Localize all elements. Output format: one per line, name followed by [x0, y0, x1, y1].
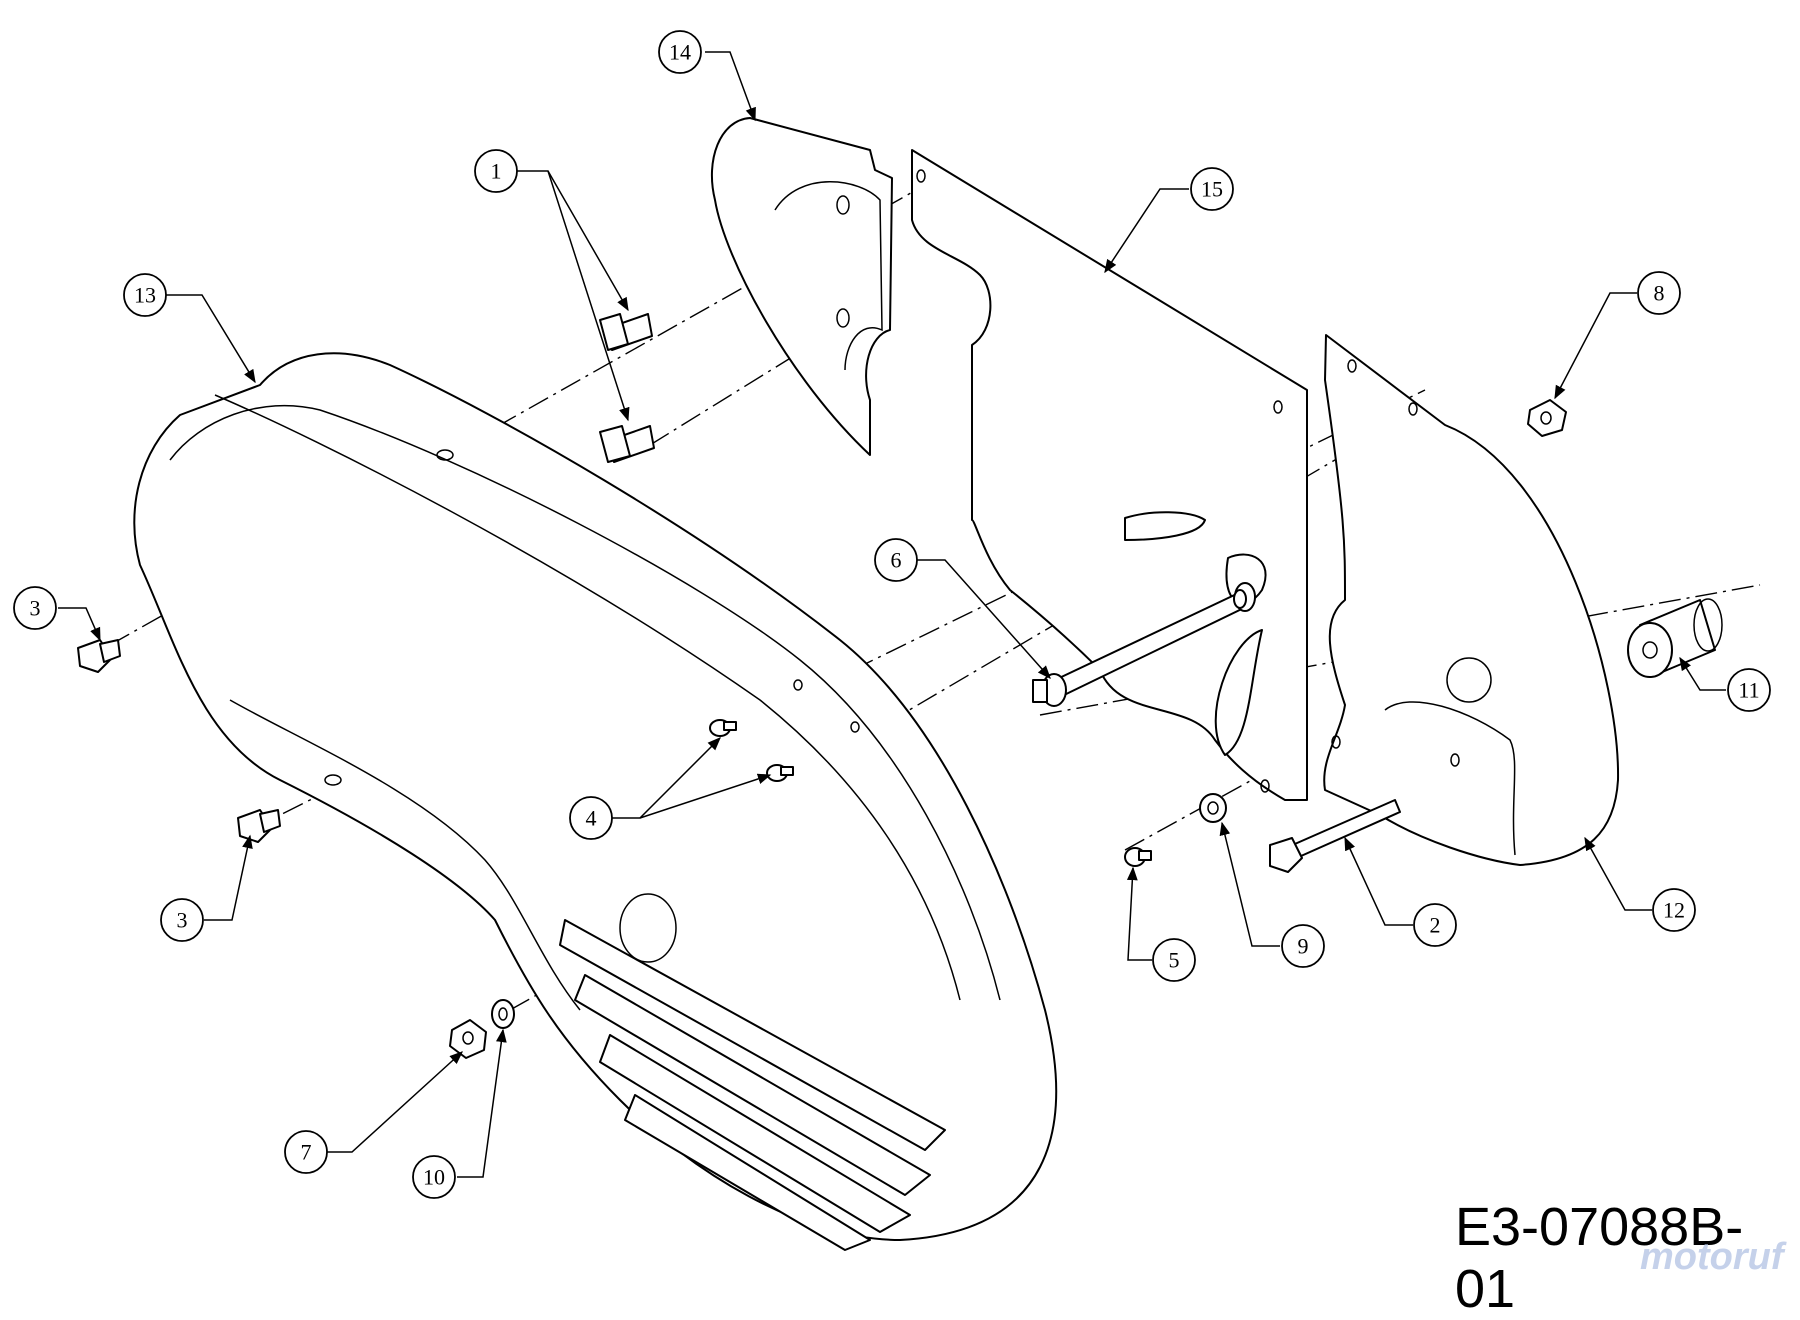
callout-10: 10: [412, 1155, 456, 1199]
part-2-bolt: [1269, 799, 1401, 873]
callout-label: 8: [1654, 281, 1665, 306]
callout-label: 3: [30, 596, 41, 621]
part-12-right-shield: [1323, 334, 1620, 866]
callout-3-upper: 3: [13, 586, 57, 630]
callout-1: 1: [474, 149, 518, 193]
exploded-parts-diagram: 14 1 15 13 8 3 6 11 4 3 5 9: [13, 30, 1771, 1251]
callout-14: 14: [658, 30, 702, 74]
callout-11: 11: [1727, 668, 1771, 712]
callout-label: 7: [301, 1140, 312, 1165]
part-11-spacer: [1627, 598, 1723, 678]
callout-label: 4: [586, 806, 597, 831]
callout-12: 12: [1652, 888, 1696, 932]
callout-4: 4: [569, 796, 613, 840]
part-13-belt-cover: [133, 352, 1058, 1251]
leader-lines: [58, 51, 1726, 1178]
callout-13: 13: [123, 273, 167, 317]
callout-8: 8: [1637, 271, 1681, 315]
callout-3-lower: 3: [160, 898, 204, 942]
part-4-rivets: [709, 719, 794, 782]
part-3-flange-nut-a: [77, 639, 121, 673]
callout-label: 12: [1663, 898, 1685, 923]
callout-label: 11: [1738, 678, 1759, 703]
part-7-nut: [449, 1019, 487, 1059]
callout-label: 15: [1201, 177, 1223, 202]
callout-9: 9: [1281, 924, 1325, 968]
callout-6: 6: [874, 538, 918, 582]
part-10-washer: [491, 999, 515, 1029]
callout-label: 14: [669, 40, 691, 65]
callout-label: 13: [134, 283, 156, 308]
part-3-flange-nut-b: [237, 809, 281, 843]
callout-label: 1: [491, 159, 502, 184]
part-1-bolts: [599, 313, 655, 463]
part-8-nut: [1527, 399, 1567, 437]
callout-label: 3: [177, 908, 188, 933]
callout-label: 9: [1298, 934, 1309, 959]
part-6-shaft: [1032, 582, 1256, 707]
callout-label: 5: [1169, 948, 1180, 973]
watermark-logo: motoruf: [1640, 1236, 1784, 1278]
callout-2: 2: [1413, 903, 1457, 947]
callout-label: 6: [891, 548, 902, 573]
callout-label: 10: [423, 1165, 445, 1190]
part-14-upper-shield: [710, 117, 893, 456]
part-9-washer: [1199, 793, 1227, 823]
callout-7: 7: [284, 1130, 328, 1174]
part-5-screw: [1124, 847, 1152, 867]
callout-label: 2: [1430, 913, 1441, 938]
callout-5: 5: [1152, 938, 1196, 982]
part-15-back-plate: [911, 149, 1308, 801]
callout-15: 15: [1190, 167, 1234, 211]
